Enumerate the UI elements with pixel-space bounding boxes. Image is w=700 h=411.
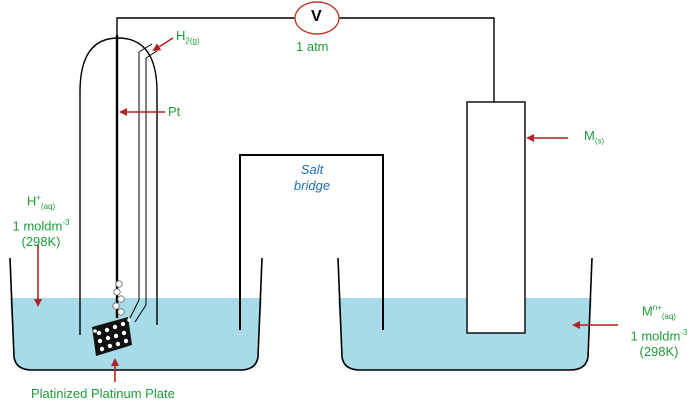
gas-tube-bottom — [134, 304, 147, 323]
left-temperature: (298K) — [21, 234, 61, 250]
right-solution — [338, 298, 592, 370]
left-beaker — [9, 257, 263, 371]
salt-bridge-label: Salt bridge — [280, 162, 344, 194]
h-ion-state: (aq) — [40, 201, 56, 211]
pressure-label: 1 atm — [296, 39, 329, 54]
right-temperature: (298K) — [639, 344, 679, 360]
metal-subscript: (s) — [594, 136, 605, 146]
metal-symbol: M — [584, 128, 595, 143]
voltmeter — [294, 1, 340, 35]
gas-inlet — [138, 43, 153, 53]
right-beaker — [337, 257, 593, 371]
arrow-h2 — [152, 37, 174, 52]
salt-bridge-line1: Salt — [300, 162, 324, 177]
circuit-wire — [116, 17, 495, 102]
left-conc-exp: -3 — [62, 217, 70, 227]
h-ion-charge: + — [36, 193, 41, 202]
platinized-plate-label: Platinized Platinum Plate — [31, 386, 175, 401]
gas-tube-bottom — [129, 299, 140, 319]
salt-bridge-line2: bridge — [293, 178, 331, 193]
hydrogen-gas-label: H2(g) — [176, 28, 200, 50]
gas-subscript: 2(g) — [185, 36, 200, 46]
right-concentration: 1 moldm — [630, 328, 681, 344]
mn-ion-symbol: M — [641, 303, 653, 319]
mn-ion-state: (aq) — [661, 311, 677, 321]
right-solution-label: Mn+(aq) 1 moldm-3 (298K) — [618, 300, 700, 360]
left-solution — [10, 298, 262, 370]
metal-electrode — [466, 101, 526, 334]
gas-formula: H — [176, 28, 186, 43]
platinized-platinum-plate — [92, 317, 132, 356]
left-solution-label: H+(aq) 1 moldm-3 (298K) — [0, 190, 82, 250]
voltmeter-symbol: V — [311, 8, 322, 25]
right-conc-exp: -3 — [680, 327, 688, 337]
pt-label: Pt — [168, 104, 181, 119]
left-concentration: 1 moldm — [12, 218, 63, 234]
hydrogen-bubbles — [112, 280, 125, 316]
plate-bubbles — [93, 318, 131, 352]
h-ion-symbol: H — [26, 193, 37, 209]
mn-ion-charge: n+ — [652, 303, 662, 312]
metal-label: M(s) — [584, 128, 604, 150]
salt-bridge — [239, 154, 384, 330]
gas-inlet — [145, 50, 158, 59]
